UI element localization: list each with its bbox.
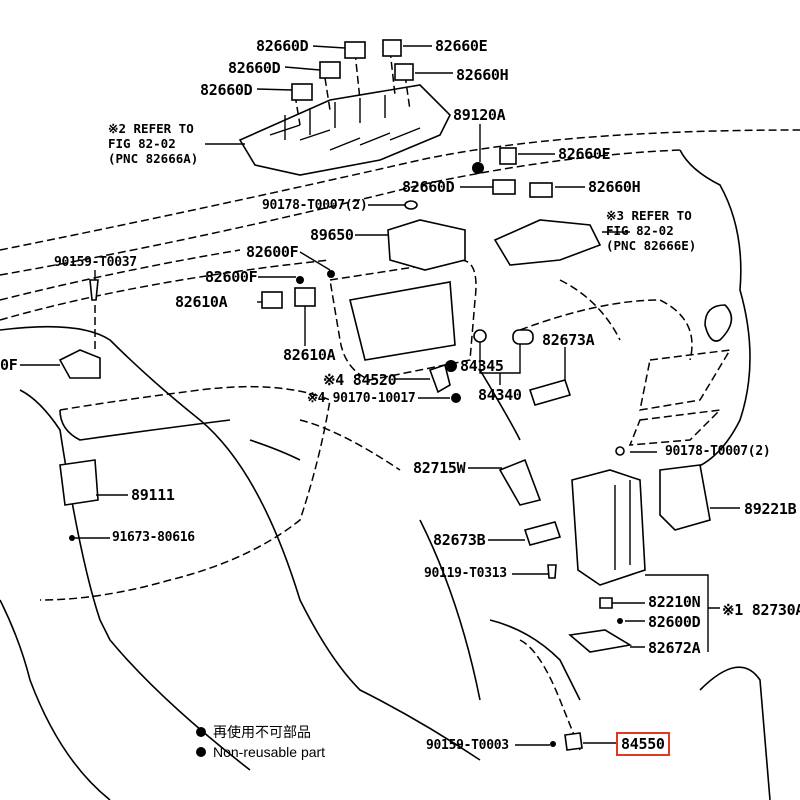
- junction-82666e: [493, 219, 602, 266]
- module-89111: [59, 459, 99, 506]
- bracket-82673a: [528, 379, 572, 406]
- part-label-82610a-bottom[interactable]: 82610A: [283, 346, 336, 364]
- part-label-90159-t0037[interactable]: 90159-T0037: [54, 255, 137, 270]
- part-label-82673a[interactable]: 82673A: [542, 331, 595, 349]
- bracket-82715w: [498, 458, 542, 506]
- part-label-89650[interactable]: 89650: [310, 226, 354, 244]
- part-label-82660h-top[interactable]: 82660H: [456, 66, 509, 84]
- part-label-82672a[interactable]: 82672A: [648, 639, 701, 657]
- part-label-82600f-upper[interactable]: 82600F: [246, 243, 299, 261]
- connector-0f: [58, 349, 101, 379]
- part-label-84550-highlighted[interactable]: 84550: [616, 732, 670, 756]
- connector-84520: [428, 363, 451, 394]
- part-label-82730a[interactable]: ※1 82730A: [722, 601, 800, 619]
- connector-82660d-1: [344, 41, 366, 59]
- dashboard-outline: [0, 129, 800, 800]
- connector-89120a: [472, 162, 484, 174]
- legend-text-english: Non-reusable part: [213, 744, 326, 760]
- connector-82660h-2: [529, 182, 553, 198]
- connector-82660d-3: [291, 83, 313, 101]
- bolt-90159-t0037: [89, 279, 99, 301]
- part-label-89120a[interactable]: 89120A: [453, 106, 506, 124]
- connector-82610a-1: [261, 291, 283, 309]
- leader-lines: [20, 45, 740, 746]
- connector-82610a-2: [294, 287, 316, 307]
- bracket-82673b: [523, 521, 562, 546]
- part-label-82660d-top[interactable]: 82660D: [256, 37, 309, 55]
- part-label-82715w[interactable]: 82715W: [413, 459, 466, 477]
- part-label-82610a-left[interactable]: 82610A: [175, 293, 228, 311]
- part-label-82660d-low[interactable]: 82660D: [200, 81, 253, 99]
- part-label-82660e-right[interactable]: 82660E: [558, 145, 611, 163]
- part-label-90119-t0313[interactable]: 90119-T0313: [424, 566, 507, 581]
- clip-84550: [564, 732, 583, 751]
- part-label-89221b[interactable]: 89221B: [744, 500, 797, 518]
- part-label-82660e-top[interactable]: 82660E: [435, 37, 488, 55]
- connector-82660d-2: [319, 61, 341, 79]
- part-label-84340[interactable]: 84340: [478, 386, 522, 404]
- module-89221b: [659, 464, 711, 531]
- part-label-82210n[interactable]: 82210N: [648, 593, 701, 611]
- part-label-82660h-right[interactable]: 82660H: [588, 178, 641, 196]
- part-label-84345[interactable]: 84345: [460, 357, 504, 375]
- part-label-82600f-lower[interactable]: 82600F: [205, 268, 258, 286]
- part-label-90170-10017[interactable]: ※4 90170-10017: [307, 391, 416, 406]
- legend-text-japanese: 再使用不可部品: [213, 724, 311, 740]
- legend-row-english: Non-reusable part: [196, 742, 325, 762]
- connector-parts: [58, 39, 711, 751]
- junction-block-82730a: [571, 469, 646, 586]
- reference-note-82666e: ※3 REFER TO FIG 82-02 (PNC 82666E): [606, 208, 697, 253]
- junction-block-82666a: [238, 49, 451, 176]
- part-label-82660d-right[interactable]: 82660D: [402, 178, 455, 196]
- filled-circle-icon: [196, 747, 206, 757]
- part-label-82673b[interactable]: 82673B: [433, 531, 486, 549]
- legend: 再使用不可部品 Non-reusable part: [196, 722, 325, 762]
- reference-note-82666a: ※2 REFER TO FIG 82-02 (PNC 82666A): [108, 121, 199, 166]
- part-label-82660d-mid[interactable]: 82660D: [228, 59, 281, 77]
- nonreusable-84345: [445, 360, 457, 372]
- connector-82660d-4: [492, 179, 516, 195]
- connector-82660h-1: [394, 63, 414, 81]
- filled-circle-icon: [196, 727, 206, 737]
- part-label-90178-t0007-right[interactable]: 90178-T0007(2): [665, 444, 771, 459]
- part-label-89111[interactable]: 89111: [131, 486, 175, 504]
- airbag-sensor-89650: [387, 219, 466, 271]
- part-label-82600d[interactable]: 82600D: [648, 613, 701, 631]
- part-label-90178-t0007-top[interactable]: 90178-T0007(2): [262, 198, 368, 213]
- part-label-90159-t0003[interactable]: 90159-T0003: [426, 738, 509, 753]
- connector-82660e-2: [499, 147, 517, 165]
- part-label-91673-80616[interactable]: 91673-80616: [112, 530, 195, 545]
- legend-row-japanese: 再使用不可部品: [196, 722, 325, 742]
- part-label-84520[interactable]: ※4 84520: [323, 371, 397, 389]
- cover-82672a: [568, 629, 633, 653]
- part-label-0f[interactable]: 0F: [0, 356, 18, 374]
- connector-82660e-1: [382, 39, 402, 57]
